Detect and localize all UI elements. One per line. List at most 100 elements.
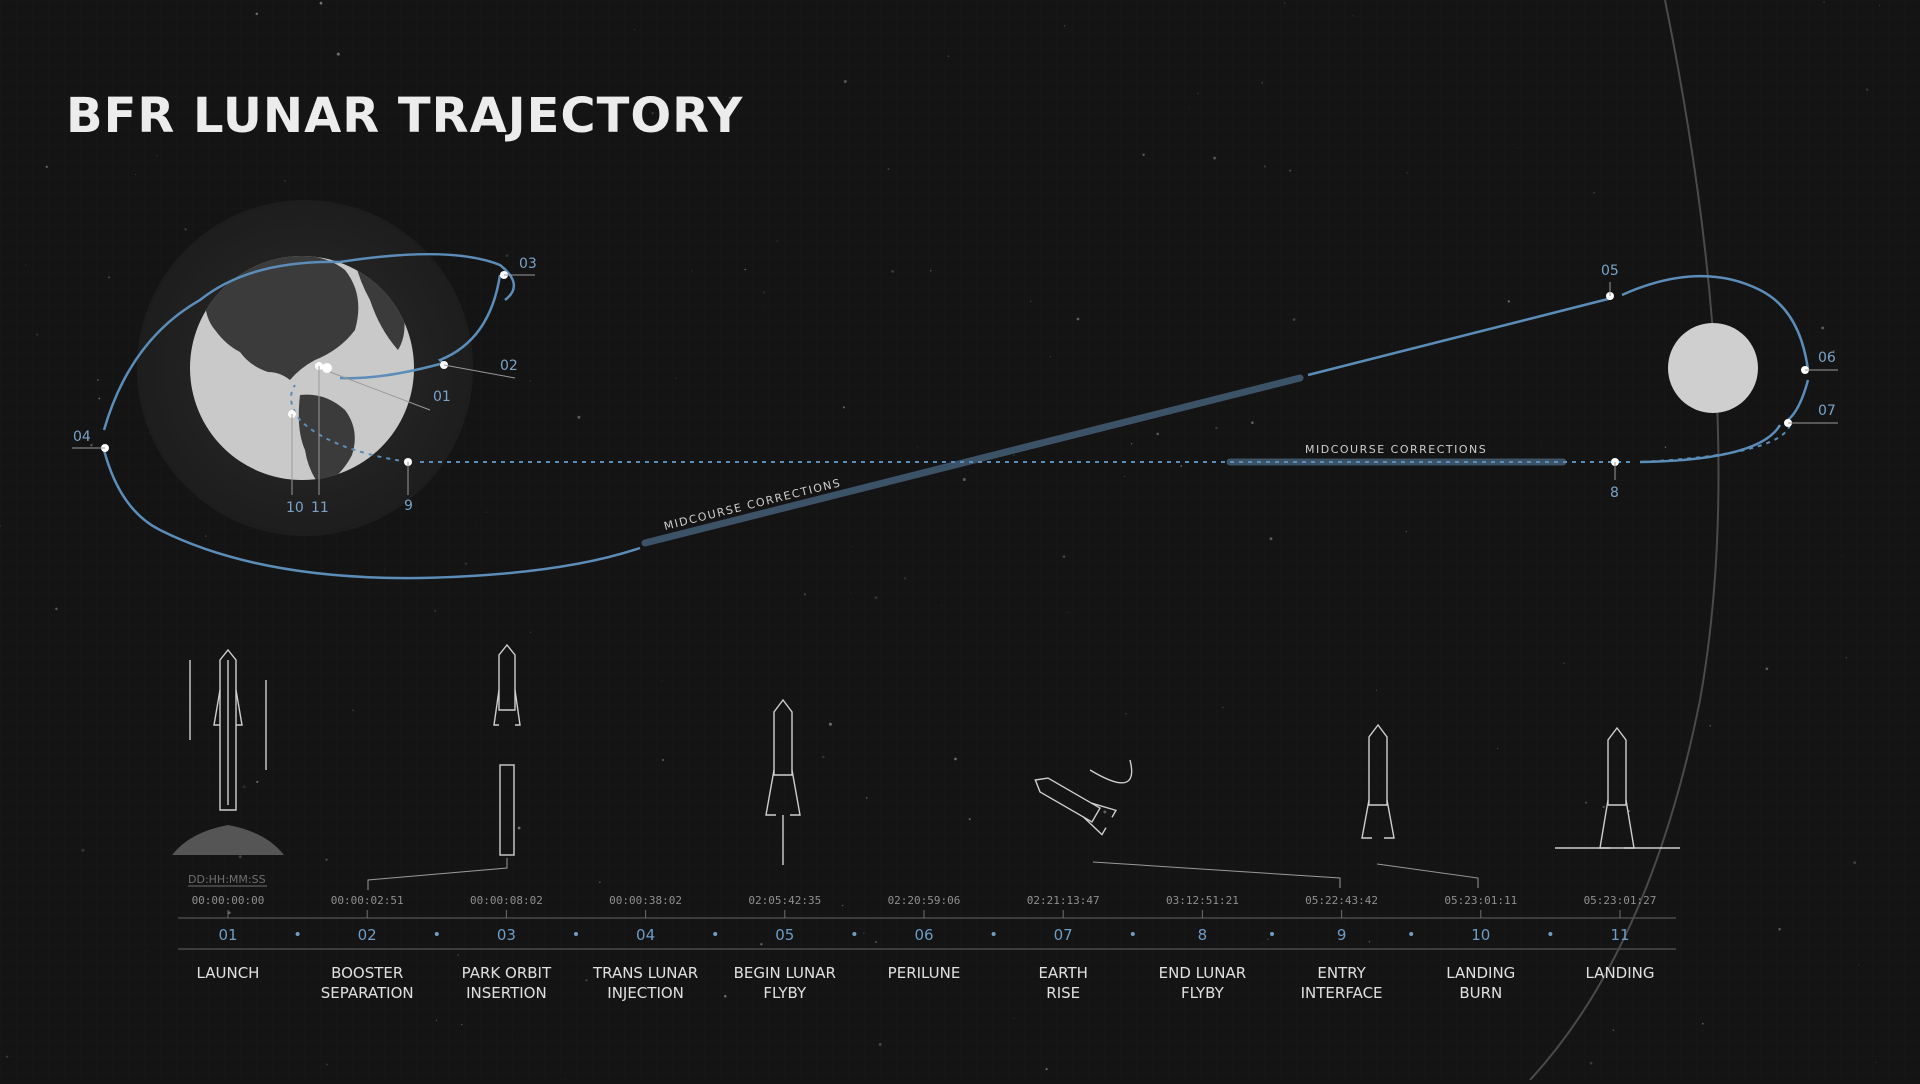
star xyxy=(255,12,259,16)
timeline-time: 00:00:38:02 xyxy=(609,894,682,907)
star xyxy=(674,377,676,379)
star xyxy=(1171,414,1172,416)
rocket-icon-park-orbit xyxy=(493,643,521,856)
star xyxy=(763,306,764,307)
timeline-label-line2: INJECTION xyxy=(607,984,684,1002)
timeline-separator-dot xyxy=(1130,932,1135,936)
star xyxy=(1029,895,1033,899)
star xyxy=(1213,156,1217,160)
timeline-time: 00:00:08:02 xyxy=(470,894,543,907)
star xyxy=(828,722,832,726)
star xyxy=(1261,943,1264,945)
star xyxy=(1292,318,1296,321)
marker-label-04: 04 xyxy=(73,429,91,445)
timeline-label-line1: LAUNCH xyxy=(197,964,260,982)
star xyxy=(865,797,868,799)
star xyxy=(464,562,468,565)
star xyxy=(874,941,878,944)
star xyxy=(1215,426,1218,430)
timeline-separator-dot xyxy=(434,932,439,936)
star xyxy=(108,276,110,279)
midcourse-correction-bar-outbound xyxy=(641,374,1304,547)
timeline-label-line1: TRANS LUNAR xyxy=(592,964,698,982)
star xyxy=(1821,326,1825,330)
star xyxy=(1865,88,1869,91)
star xyxy=(256,780,259,783)
star xyxy=(434,609,437,612)
timeline-label-line2: FLYBY xyxy=(1181,984,1225,1002)
timeline-label-line2: SEPARATION xyxy=(321,984,414,1002)
timeline-time: 02:20:59:06 xyxy=(888,894,961,907)
star xyxy=(505,254,509,257)
rocket-icon-launch xyxy=(172,648,284,855)
star xyxy=(1602,805,1605,809)
timeline-time: 05:22:43:42 xyxy=(1305,894,1378,907)
timeline-label-line1: PARK ORBIT xyxy=(462,964,552,982)
star xyxy=(1103,810,1107,814)
star xyxy=(941,605,943,607)
star xyxy=(891,270,894,273)
star xyxy=(962,478,966,481)
lunar-orbit-arc xyxy=(1529,0,1720,1081)
star xyxy=(475,521,477,522)
star xyxy=(1124,475,1126,477)
marker-label-9: 9 xyxy=(404,498,413,514)
reentry-path-dashed xyxy=(290,384,409,463)
timeline-number: 02 xyxy=(358,926,377,944)
star xyxy=(529,380,531,382)
star xyxy=(878,1042,882,1046)
midcourse-label-return: MIDCOURSE CORRECTIONS xyxy=(1305,443,1487,456)
star xyxy=(1267,938,1269,940)
star xyxy=(1540,444,1542,446)
timeline-time: 02:21:13:47 xyxy=(1027,894,1100,907)
orbit-marker-leaders xyxy=(72,274,1838,495)
page-title: BFR LUNAR TRAJECTORY xyxy=(66,88,744,144)
timeline-number: 03 xyxy=(497,926,516,944)
star xyxy=(917,447,919,449)
marker-label-05: 05 xyxy=(1601,263,1619,279)
timeline-separator-dot xyxy=(1270,932,1274,936)
star xyxy=(661,758,664,762)
timeline-label-line1: LANDING xyxy=(1446,964,1515,982)
star xyxy=(319,1,323,5)
star xyxy=(1716,613,1718,615)
star xyxy=(1406,172,1408,174)
star xyxy=(530,631,532,633)
marker-label-8: 8 xyxy=(1610,485,1619,501)
star xyxy=(227,911,231,915)
star xyxy=(1405,530,1407,533)
marker-label-06: 06 xyxy=(1818,350,1836,366)
timeline-number: 9 xyxy=(1337,926,1347,944)
marker-label-11: 11 xyxy=(311,500,329,516)
star xyxy=(98,397,101,400)
timeline-time: 02:05:42:35 xyxy=(748,894,821,907)
star xyxy=(326,1063,328,1066)
timeline-number: 06 xyxy=(914,926,933,944)
timeline-time: 00:00:02:51 xyxy=(331,894,404,907)
star xyxy=(325,858,328,861)
return-path-moon-dashed xyxy=(1639,424,1791,463)
star xyxy=(760,943,763,946)
timeline-number: 01 xyxy=(218,926,237,944)
star xyxy=(184,227,187,231)
star xyxy=(1702,1023,1704,1025)
star xyxy=(1858,964,1860,966)
timeline-time: 00:00:00:00 xyxy=(192,894,265,907)
star xyxy=(929,269,932,272)
star xyxy=(1507,300,1510,303)
rocket-icon-lunar-flyby xyxy=(765,698,801,865)
star xyxy=(744,268,746,271)
timeline-label-line1: END LUNAR xyxy=(1159,964,1247,982)
star xyxy=(1049,356,1051,358)
timeline-separator-dot xyxy=(1548,932,1553,936)
star xyxy=(323,39,325,41)
star xyxy=(1352,15,1354,17)
rocket-icon-earth-rise xyxy=(1034,777,1118,836)
timeline-label-line1: ENTRY xyxy=(1317,964,1366,982)
marker-label-03: 03 xyxy=(519,256,537,272)
marker-label-02: 02 xyxy=(500,358,518,374)
star xyxy=(134,173,136,175)
